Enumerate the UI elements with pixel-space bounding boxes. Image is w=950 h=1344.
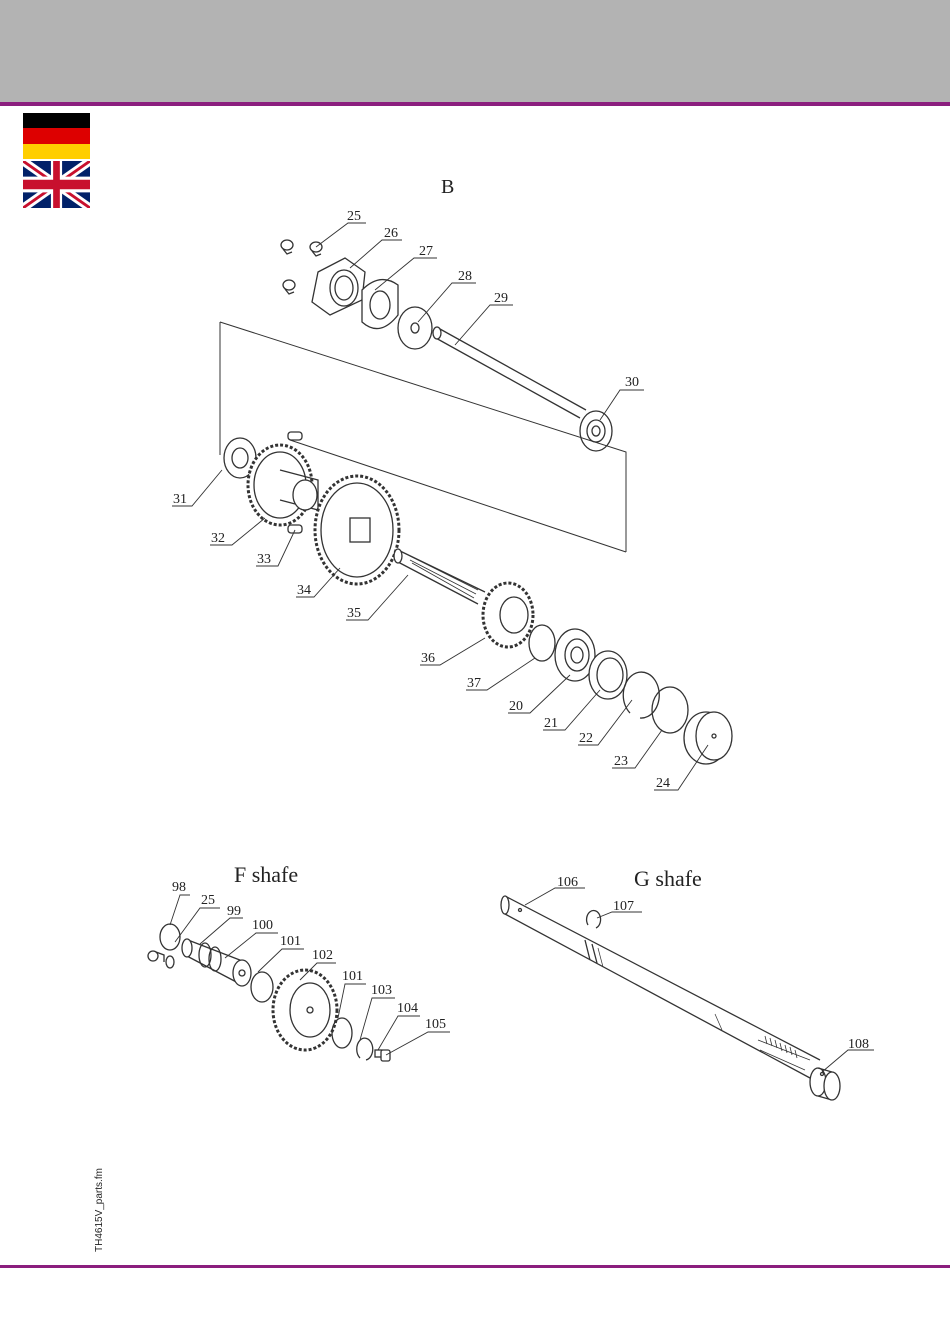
callout-f-0: 98 — [172, 880, 186, 895]
callout-b-16: 23 — [614, 754, 628, 769]
callout-b-2: 27 — [419, 244, 433, 259]
part-gasket — [362, 280, 398, 329]
callout-b-5: 30 — [625, 375, 639, 390]
callout-b-13: 20 — [509, 699, 523, 714]
callout-b-15: 22 — [579, 731, 593, 746]
part-washer — [398, 307, 432, 349]
part-splined-shaft — [394, 549, 485, 604]
section-f-title: F shafe — [234, 862, 298, 887]
part-gear-32 — [248, 445, 318, 525]
part-ring-37 — [529, 625, 555, 661]
part-shaft — [433, 327, 586, 418]
part-cap-24 — [684, 712, 732, 764]
part-ring-23 — [652, 687, 688, 733]
part-gear-34 — [315, 476, 399, 584]
section-g-title: G shafe — [634, 866, 702, 891]
callout-g-1: 107 — [613, 899, 634, 914]
callout-f-2: 99 — [227, 904, 241, 919]
callout-f-3: 100 — [252, 918, 273, 933]
part-bearing — [580, 411, 612, 451]
part-flange — [312, 258, 365, 315]
callout-b-1: 26 — [384, 226, 398, 241]
callout-b-0: 25 — [347, 209, 361, 224]
section-b-title: B — [441, 176, 454, 198]
part-gear-36 — [483, 583, 533, 647]
callout-f-1: 25 — [201, 893, 215, 908]
part-f-shaft-assembly — [148, 924, 390, 1061]
callout-f-4: 101 — [280, 934, 301, 949]
footer-rule — [0, 1265, 950, 1268]
callout-b-6: 31 — [173, 492, 187, 507]
callout-b-14: 21 — [544, 716, 558, 731]
callout-b-7: 32 — [211, 531, 225, 546]
callout-f-9: 105 — [425, 1017, 446, 1032]
part-circlip-22 — [623, 672, 659, 718]
callout-b-11: 36 — [421, 651, 435, 666]
callout-f-8: 104 — [397, 1001, 418, 1016]
callout-b-4: 29 — [494, 291, 508, 306]
callout-f-6: 101 — [342, 969, 363, 984]
callout-g-0: 106 — [557, 875, 578, 890]
callout-b-9: 34 — [297, 583, 311, 598]
part-seal-21 — [589, 651, 627, 699]
callout-b-17: 24 — [656, 776, 670, 791]
callout-b-12: 37 — [467, 676, 481, 691]
callout-f-5: 102 — [312, 948, 333, 963]
part-g-shaft — [501, 896, 840, 1100]
callout-f-7: 103 — [371, 983, 392, 998]
callout-g-2: 108 — [848, 1037, 869, 1052]
callout-b-10: 35 — [347, 606, 361, 621]
callout-b-8: 33 — [257, 552, 271, 567]
callout-b-3: 28 — [458, 269, 472, 284]
